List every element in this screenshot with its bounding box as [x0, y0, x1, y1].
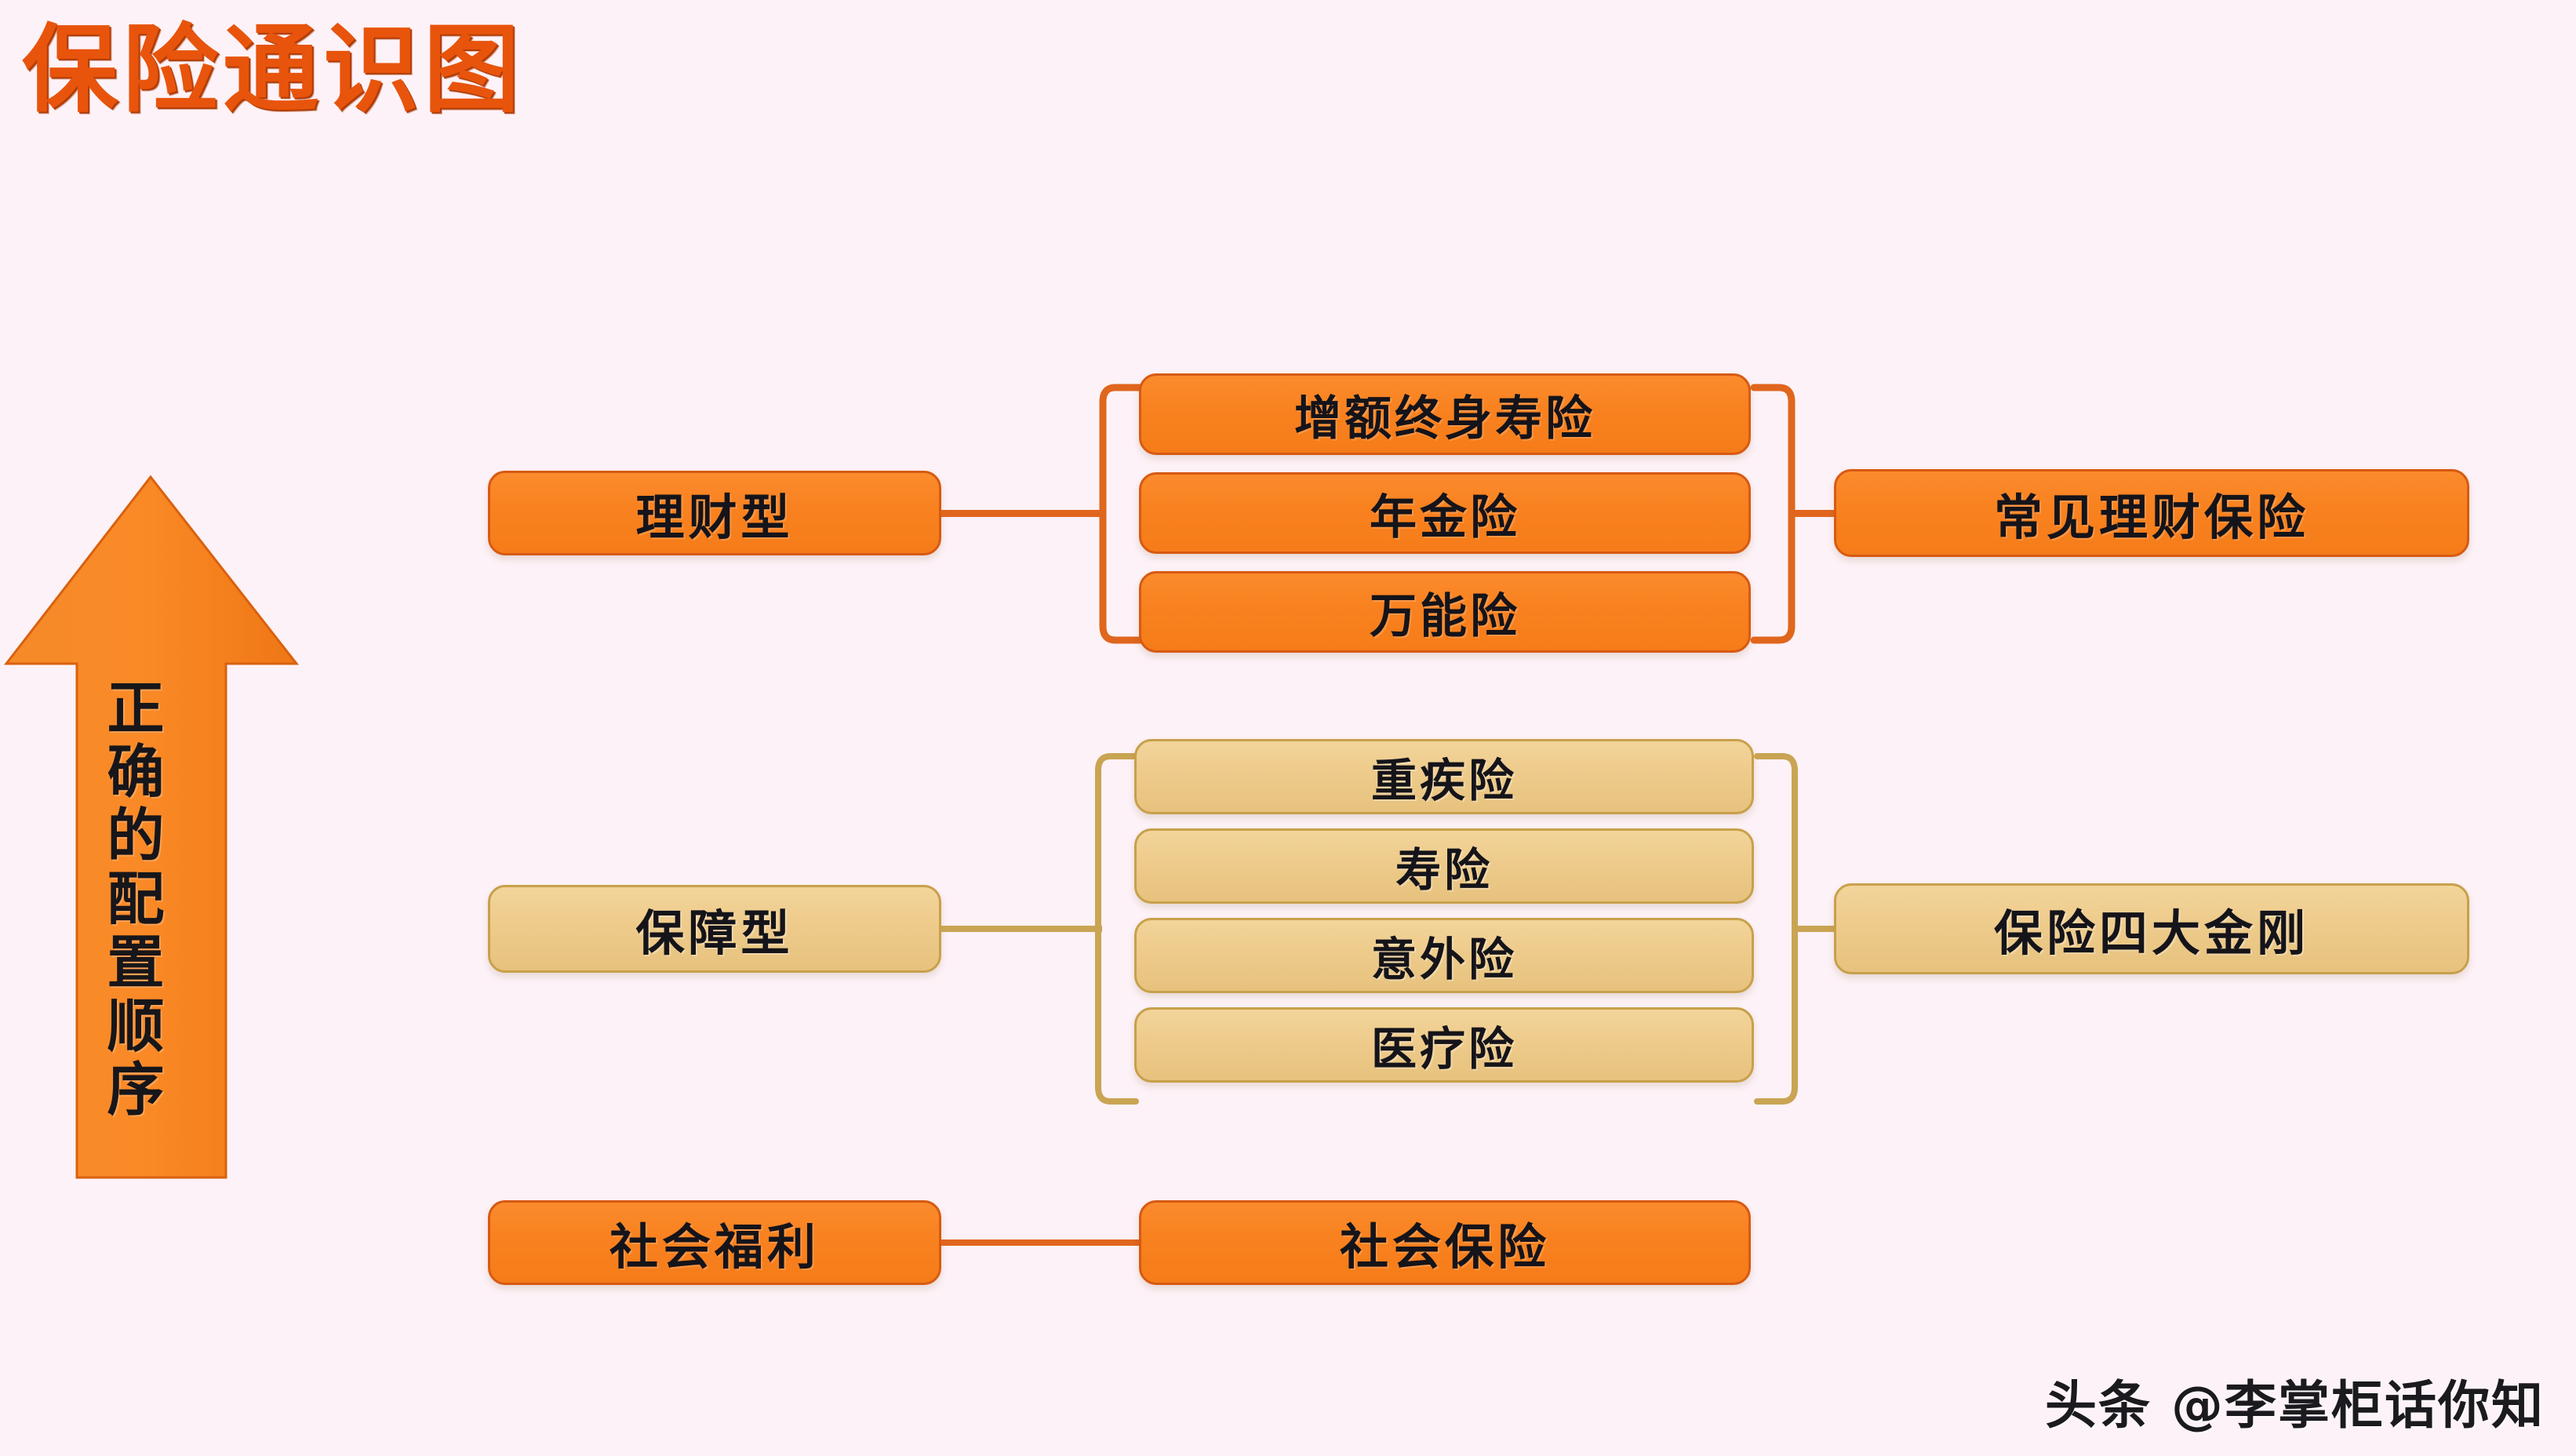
- item-label: 增额终身寿险: [1294, 391, 1595, 446]
- up-arrow-icon: [3, 475, 300, 1179]
- summary-label: 保险四大金刚: [1993, 905, 2309, 962]
- category-label: 社会福利: [609, 1218, 820, 1276]
- item-label: 意外险: [1370, 933, 1517, 986]
- connector-category-to-item-3: [941, 1239, 1139, 1246]
- category-box-licaixing[interactable]: 理财型: [488, 471, 941, 555]
- item-box-g3-0[interactable]: 社会保险: [1139, 1200, 1751, 1285]
- page-title: 保险通识图: [22, 14, 524, 126]
- connector-bracket-to-summary-1: [1790, 510, 1839, 517]
- item-box-g2-2[interactable]: 意外险: [1134, 918, 1754, 993]
- summary-box-baozhangxing[interactable]: 保险四大金刚: [1834, 883, 2469, 974]
- summary-label: 常见理财保险: [1993, 489, 2309, 546]
- connector-category-to-bracket-1: [941, 510, 1102, 517]
- priority-arrow: 正确的配置顺序: [0, 468, 306, 1189]
- connector-bracket-to-summary-2: [1793, 926, 1840, 932]
- item-box-g1-1[interactable]: 年金险: [1139, 472, 1751, 554]
- item-box-g1-2[interactable]: 万能险: [1139, 571, 1751, 653]
- category-label: 理财型: [635, 489, 794, 546]
- category-box-shehuifuli[interactable]: 社会福利: [488, 1200, 941, 1285]
- category-label: 保障型: [635, 905, 794, 962]
- category-box-baozhangxing[interactable]: 保障型: [488, 885, 941, 973]
- item-box-g1-0[interactable]: 增额终身寿险: [1139, 373, 1751, 455]
- item-box-g2-1[interactable]: 寿险: [1134, 828, 1754, 904]
- connector-category-to-bracket-2: [941, 926, 1102, 932]
- item-label: 年金险: [1370, 490, 1520, 545]
- bracket-left-group-2: [1095, 753, 1139, 1105]
- item-label: 万能险: [1370, 588, 1520, 644]
- item-label: 医疗险: [1370, 1022, 1517, 1076]
- watermark: 头条 @李掌柜话你知: [2045, 1375, 2545, 1436]
- item-label: 寿险: [1395, 843, 1493, 897]
- arrow-label: 正确的配置顺序: [97, 678, 164, 1123]
- item-box-g2-0[interactable]: 重疾险: [1134, 739, 1754, 814]
- item-label: 重疾险: [1370, 754, 1517, 807]
- item-box-g2-3[interactable]: 医疗险: [1134, 1007, 1754, 1083]
- item-label: 社会保险: [1339, 1218, 1550, 1276]
- bracket-left-group-1: [1099, 384, 1144, 644]
- summary-box-licaixing[interactable]: 常见理财保险: [1834, 469, 2469, 557]
